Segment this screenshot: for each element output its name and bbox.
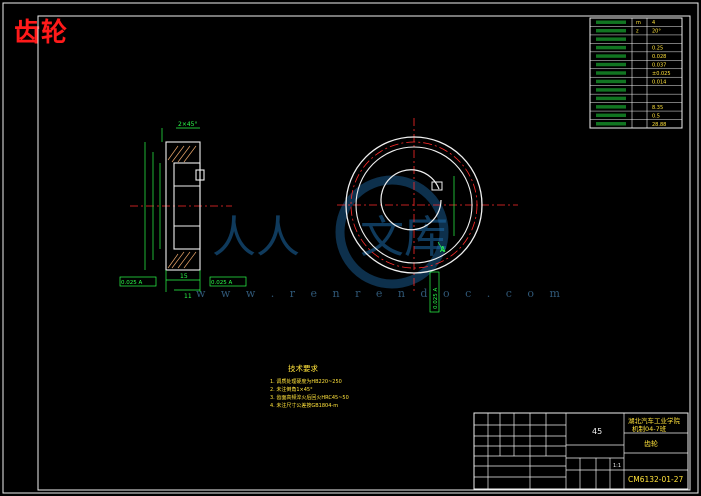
param-value: ±0.025: [652, 71, 671, 77]
param-value: 28.88: [652, 122, 666, 128]
technical-notes: 技术要求 1. 调质处理硬度为HB220~250 2. 未注倒角1×45° 3.…: [270, 363, 349, 409]
param-value: 0.014: [652, 79, 666, 85]
title-ratio: 1:1: [613, 463, 621, 469]
title-school-2: 机制04-7班: [632, 424, 667, 433]
tech-note-1: 1. 调质处理硬度为HB220~250: [270, 378, 342, 385]
center-lines: [130, 118, 518, 292]
param-value: 0.25: [652, 46, 663, 52]
watermark-url: w w w . r e n r e n d o c . c o m: [196, 287, 566, 300]
title-block: [473, 412, 689, 490]
title-part-name: 齿轮: [644, 439, 658, 448]
tech-note-2: 2. 未注倒角1×45°: [270, 386, 313, 393]
tech-note-3: 3. 齿面高频淬火后回火HRC45~50: [270, 394, 349, 401]
side-dim-angle: 2×45°: [178, 121, 197, 128]
title-material: 45: [592, 427, 602, 436]
param-label-glyph: [596, 71, 626, 75]
title-drawing-no: CM6132-01-27: [628, 475, 684, 484]
param-value: 0.037: [652, 63, 666, 69]
param-label-glyph: [596, 54, 626, 58]
param-value: 20°: [652, 29, 661, 35]
param-label-glyph: [596, 105, 626, 109]
param-label-glyph: [596, 96, 626, 101]
front-view-dimensions: [429, 176, 455, 313]
tech-note-4: 4. 未注尺寸公差按GB1804-m: [270, 402, 338, 409]
param-label-glyph: [596, 20, 626, 24]
side-dim-width: 15: [180, 273, 188, 280]
param-label-glyph: [596, 62, 626, 67]
drawing-title: 齿轮: [14, 18, 69, 48]
param-label-glyph: [596, 37, 626, 41]
front-tol-label: 0.025 A: [433, 288, 439, 309]
title-school-1: 湖北汽车工业学院: [628, 416, 681, 425]
param-label-glyph: [596, 79, 626, 84]
param-value: 0.5: [652, 113, 660, 119]
param-label-glyph: [596, 122, 626, 126]
param-label-glyph: [596, 113, 626, 118]
side-dim-hub: 11: [184, 293, 192, 300]
param-value: 4: [652, 20, 655, 26]
param-symbol: m: [636, 20, 641, 26]
param-value: 0.028: [652, 54, 666, 60]
svg-text:文库: 文库: [360, 212, 448, 263]
side-view-dimensions: [119, 127, 247, 292]
param-label-glyph: [596, 28, 626, 33]
parameter-table: m 4 z 20° 0.25 0.028 0.037 ±0.025 0.014 8.35 0.5 28…: [589, 17, 683, 129]
svg-text:人人: 人人: [212, 212, 300, 263]
param-value: 8.35: [652, 105, 663, 111]
side-tol-2: 0.025 A: [211, 280, 232, 286]
gear-side-view: [165, 141, 205, 271]
param-label-glyph: [596, 45, 626, 50]
param-symbol: z: [636, 29, 639, 35]
param-label-glyph: [596, 88, 626, 92]
inner-frame: [37, 15, 691, 491]
front-datum-label: A: [440, 245, 446, 254]
gear-front-view: [345, 136, 483, 274]
side-tol-1: 0.025 A: [121, 280, 142, 286]
tech-notes-heading: 技术要求: [288, 363, 318, 373]
